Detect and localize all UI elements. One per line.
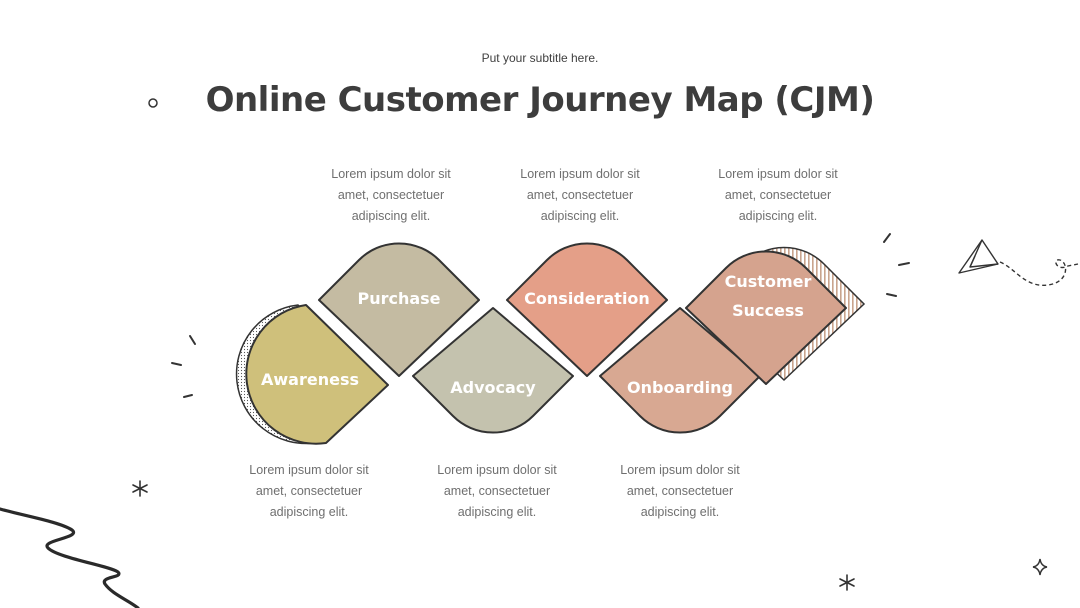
- stage-consideration: Consideration: [506, 242, 668, 377]
- description-line: Lorem ipsum dolor sit: [437, 463, 557, 477]
- description-line: adipiscing elit.: [457, 505, 537, 519]
- asterisk-icon: [132, 480, 148, 497]
- stage-label-line: Customer: [725, 272, 812, 291]
- stage-description-consideration: Lorem ipsum dolor sit amet, consectetuer a…: [505, 164, 655, 227]
- description-line: adipiscing elit.: [640, 505, 720, 519]
- description-line: Lorem ipsum dolor sit: [249, 463, 369, 477]
- stage-label-line: Success: [732, 301, 804, 320]
- stage-description-customer-success: Lorem ipsum dolor sit amet, consectetuer a…: [703, 164, 853, 227]
- stage-description-purchase: Lorem ipsum dolor sit amet, consectetuer a…: [316, 164, 466, 227]
- paper-plane-icon: [958, 239, 1079, 286]
- description-line: amet, consectetuer: [255, 484, 363, 498]
- description-line: amet, consectetuer: [626, 484, 734, 498]
- sparkle-star-icon: [1032, 558, 1048, 576]
- stage-shape: [599, 307, 761, 434]
- stage-label: Onboarding: [627, 378, 733, 397]
- stage-label-line: Consideration: [524, 289, 650, 308]
- stage-awareness: Awareness: [235, 304, 389, 445]
- stage-label-line: Onboarding: [627, 378, 733, 397]
- stage-shape: [412, 307, 574, 434]
- description-line: Lorem ipsum dolor sit: [331, 167, 451, 181]
- stage-shape: [318, 242, 480, 377]
- stage-label-line: Advocacy: [450, 378, 536, 397]
- description-line: Lorem ipsum dolor sit: [718, 167, 838, 181]
- stage-shape: [245, 304, 389, 445]
- stage-onboarding: Onboarding: [599, 307, 761, 434]
- description-line: amet, consectetuer: [526, 188, 634, 202]
- description-line: Lorem ipsum dolor sit: [520, 167, 640, 181]
- stage-description-advocacy: Lorem ipsum dolor sit amet, consectetuer a…: [422, 460, 572, 523]
- stage-label: Purchase: [357, 289, 440, 308]
- squiggle-doodle: [0, 507, 140, 608]
- tick-marks-left: [171, 335, 196, 398]
- description-line: adipiscing elit.: [540, 209, 620, 223]
- description-line: amet, consectetuer: [443, 484, 551, 498]
- description-line: amet, consectetuer: [337, 188, 445, 202]
- stage-label: Consideration: [524, 289, 650, 308]
- stage-label: Awareness: [261, 370, 359, 389]
- stage-label: Advocacy: [450, 378, 536, 397]
- stage-description-awareness: Lorem ipsum dolor sit amet, consectetuer a…: [234, 460, 384, 523]
- description-line: adipiscing elit.: [269, 505, 349, 519]
- stage-advocacy: Advocacy: [412, 307, 574, 434]
- asterisk-icon: [839, 574, 855, 591]
- stage-purchase: Purchase: [318, 242, 480, 377]
- decorations: [0, 98, 1079, 608]
- slide-subtitle: Put your subtitle here.: [481, 51, 599, 65]
- slide-title: Online Customer Journey Map (CJM): [205, 80, 875, 120]
- description-line: Lorem ipsum dolor sit: [620, 463, 740, 477]
- description-line: adipiscing elit.: [738, 209, 818, 223]
- stage-shape: [506, 242, 668, 377]
- stage-label-line: Awareness: [261, 370, 359, 389]
- stage-shape: [685, 250, 847, 385]
- tick-marks-right: [883, 233, 910, 297]
- stage-label-line: Purchase: [357, 289, 440, 308]
- circle-doodle-icon: [148, 98, 158, 108]
- description-line: adipiscing elit.: [351, 209, 431, 223]
- stage-description-onboarding: Lorem ipsum dolor sit amet, consectetuer a…: [605, 460, 755, 523]
- description-line: amet, consectetuer: [724, 188, 832, 202]
